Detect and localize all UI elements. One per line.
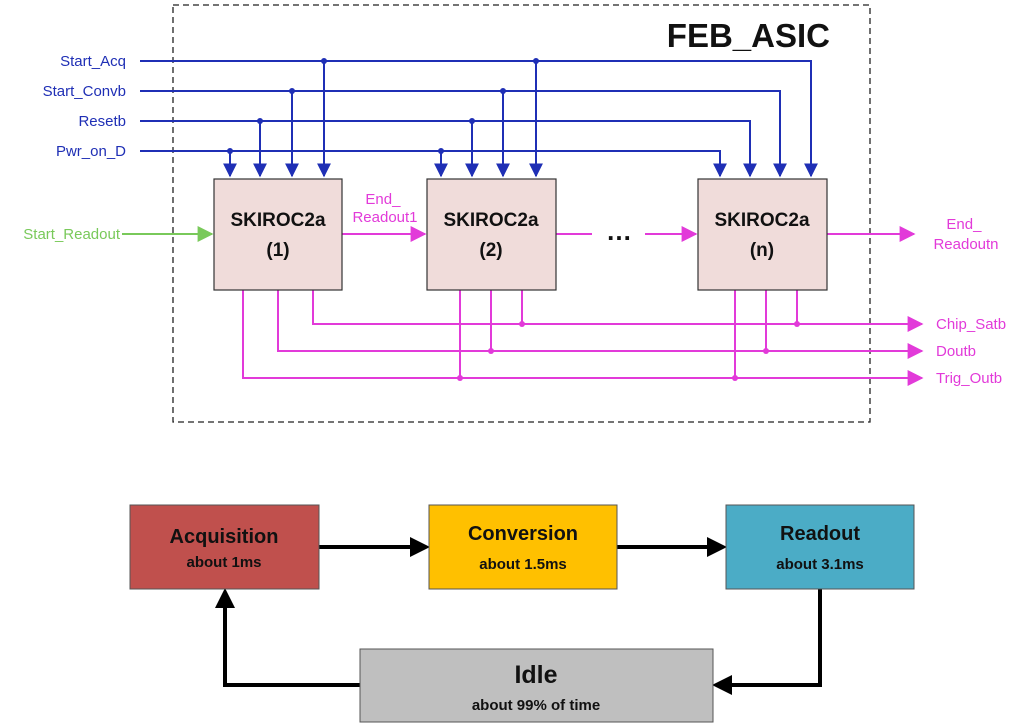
state-idle-duration: about 99% of time (472, 697, 600, 714)
chip-2: SKIROC2a (2) (426, 178, 557, 291)
label-trig-outb: Trig_Outb (936, 370, 1002, 387)
chip-1-name: SKIROC2a (230, 210, 325, 231)
chip-1-index: (1) (266, 240, 289, 261)
state-acquisition: Acquisition about 1ms (129, 504, 320, 590)
output-junctions (457, 321, 800, 381)
state-acquisition-duration: about 1ms (186, 554, 261, 571)
control-bus (140, 60, 818, 178)
state-acquisition-name: Acquisition (170, 526, 279, 548)
chip-2-name: SKIROC2a (443, 210, 538, 231)
label-end-readout1: End_ Readout1 (352, 191, 417, 226)
state-readout-duration: about 3.1ms (776, 556, 864, 573)
state-idle: Idle about 99% of time (359, 648, 714, 723)
asic-boundary (172, 4, 871, 423)
cycle-arrows (215, 537, 822, 695)
state-readout: Readout about 3.1ms (725, 504, 915, 590)
label-start-convb: Start_Convb (43, 83, 126, 100)
state-conversion: Conversion about 1.5ms (428, 504, 618, 590)
chip-n: SKIROC2a (n) (697, 178, 828, 291)
state-conversion-name: Conversion (468, 523, 578, 545)
chip-1: SKIROC2a (1) (213, 178, 343, 291)
chip-n-name: SKIROC2a (714, 210, 809, 231)
label-resetb: Resetb (78, 113, 126, 130)
label-chip-satb: Chip_Satb (936, 316, 1006, 333)
state-conversion-duration: about 1.5ms (479, 556, 567, 573)
control-junctions (227, 58, 539, 154)
label-doutb: Doutb (936, 343, 976, 360)
label-end-readoutn: End_ Readoutn (933, 216, 998, 253)
state-idle-name: Idle (514, 661, 557, 689)
asic-title: FEB_ASIC (667, 17, 830, 54)
label-pwr-on-d: Pwr_on_D (56, 143, 126, 160)
label-start-acq: Start_Acq (60, 53, 126, 70)
chain-ellipsis: … (606, 216, 632, 246)
output-bus (242, 226, 924, 386)
chip-n-index: (n) (750, 240, 774, 261)
chip-2-index: (2) (479, 240, 502, 261)
state-readout-name: Readout (780, 523, 860, 545)
label-start-readout: Start_Readout (23, 226, 121, 243)
